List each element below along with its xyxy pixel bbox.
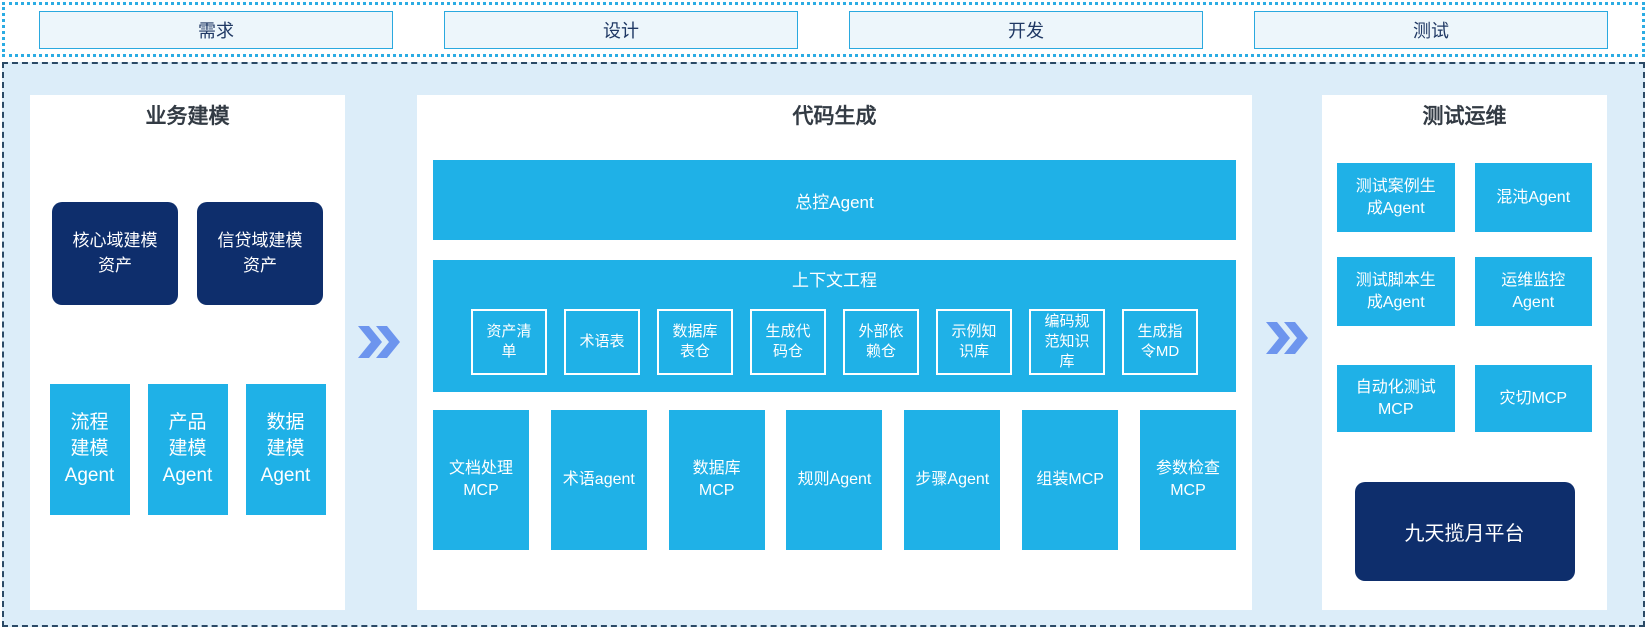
test-ops-row-1: 测试案例生成Agent 混沌Agent xyxy=(1337,163,1592,232)
glossary-box: 术语表 xyxy=(564,309,640,375)
coding-standard-kb-box: 编码规范知识库 xyxy=(1029,309,1105,375)
context-items-row: 资产清单 术语表 数据库表仓 生成代码仓 外部依赖仓 示例知识库 编码规范知识库… xyxy=(433,309,1236,375)
product-modeling-agent-box: 产品建模Agent xyxy=(147,384,228,515)
test-case-gen-agent-box: 测试案例生成Agent xyxy=(1337,163,1455,232)
context-engineering-section: 上下文工程 资产清单 术语表 数据库表仓 生成代码仓 外部依赖仓 示例知识库 编… xyxy=(433,260,1236,392)
stage-development: 开发 xyxy=(849,10,1203,49)
core-domain-asset-box: 核心域建模资产 xyxy=(52,202,178,305)
generation-instruction-md-box: 生成指令MD xyxy=(1122,309,1198,375)
example-kb-box: 示例知识库 xyxy=(936,309,1012,375)
stage-testing: 测试 xyxy=(1254,10,1608,49)
business-modeling-panel: 业务建模 核心域建模资产 信贷域建模资产 流程建模Agent 产品建模Agent… xyxy=(30,95,345,610)
external-deps-repo-box: 外部依赖仓 xyxy=(843,309,919,375)
test-ops-panel: 测试运维 测试案例生成Agent 混沌Agent 测试脚本生成Agent 运维监… xyxy=(1322,95,1607,610)
modeling-agents-row: 流程建模Agent 产品建模Agent 数据建模Agent xyxy=(30,384,345,515)
business-modeling-title: 业务建模 xyxy=(145,105,230,128)
rule-agent-box: 规则Agent xyxy=(786,410,883,550)
asset-list-box: 资产清单 xyxy=(471,309,547,375)
flow-arrow-icon xyxy=(1264,320,1310,356)
test-ops-title: 测试运维 xyxy=(1422,105,1507,128)
master-agent-bar: 总控Agent xyxy=(433,160,1236,240)
test-script-gen-agent-box: 测试脚本生成Agent xyxy=(1337,257,1455,326)
test-ops-row-2: 测试脚本生成Agent 运维监控Agent xyxy=(1337,257,1592,326)
generated-code-repo-box: 生成代码仓 xyxy=(750,309,826,375)
process-modeling-agent-box: 流程建模Agent xyxy=(49,384,130,515)
modeling-assets-row: 核心域建模资产 信贷域建模资产 xyxy=(30,202,345,305)
param-check-mcp-box: 参数检查MCP xyxy=(1139,410,1236,550)
jiutian-lanyue-platform-box: 九天揽月平台 xyxy=(1354,482,1575,581)
ops-monitor-agent-box: 运维监控Agent xyxy=(1474,257,1592,326)
stage-band: 需求 设计 开发 测试 xyxy=(2,2,1645,57)
db-table-repo-box: 数据库表仓 xyxy=(657,309,733,375)
code-generation-panel: 代码生成 总控Agent 上下文工程 资产清单 术语表 数据库表仓 生成代码仓 … xyxy=(417,95,1252,610)
doc-processing-mcp-box: 文档处理MCP xyxy=(433,410,529,550)
glossary-agent-box: 术语agent xyxy=(550,410,647,550)
stage-design: 设计 xyxy=(444,10,798,49)
credit-domain-asset-box: 信贷域建模资产 xyxy=(197,202,323,305)
disaster-switch-mcp-box: 灾切MCP xyxy=(1474,365,1592,432)
step-agent-box: 步骤Agent xyxy=(904,410,1001,550)
stage-requirements: 需求 xyxy=(39,10,393,49)
code-generation-title: 代码生成 xyxy=(792,105,877,128)
context-engineering-title: 上下文工程 xyxy=(792,271,877,290)
data-modeling-agent-box: 数据建模Agent xyxy=(245,384,326,515)
assembly-mcp-box: 组装MCP xyxy=(1022,410,1119,550)
main-region: 业务建模 核心域建模资产 信贷域建模资产 流程建模Agent 产品建模Agent… xyxy=(2,62,1645,627)
test-ops-row-3: 自动化测试MCP 灾切MCP xyxy=(1337,365,1592,432)
auto-test-mcp-box: 自动化测试MCP xyxy=(1337,365,1455,432)
codegen-tools-row: 文档处理MCP 术语agent 数据库MCP 规则Agent 步骤Agent 组… xyxy=(433,410,1236,550)
flow-arrow-icon xyxy=(356,324,402,360)
chaos-agent-box: 混沌Agent xyxy=(1474,163,1592,232)
database-mcp-box: 数据库MCP xyxy=(668,410,765,550)
